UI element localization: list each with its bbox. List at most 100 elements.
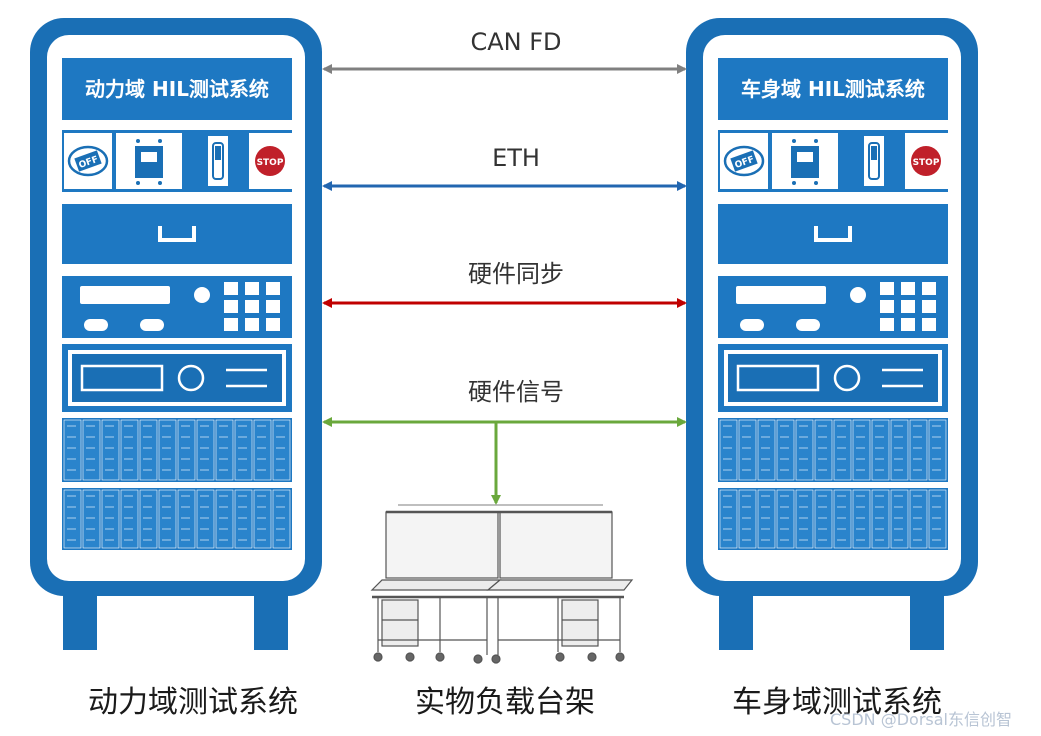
powertrain-hil-rack: 动力域 HIL测试系统 OFF STOP [30,18,322,650]
svg-text:STOP: STOP [913,158,940,168]
rack-foot [63,588,97,650]
io-card [101,489,120,549]
io-card [928,489,947,549]
stop-button-icon: STOP [249,133,292,189]
io-card [890,419,909,481]
hw-signal-label: 硬件信号 [468,378,564,406]
button-icon [84,319,108,331]
lcd-icon [80,364,164,392]
io-card [871,489,890,549]
keypad-key [880,318,894,331]
keypad-key [266,282,280,295]
io-card [196,419,215,481]
keypad-key [245,300,259,313]
powertrain-caption: 动力域测试系统 [88,685,298,720]
keypad-key [901,300,915,313]
io-card [101,419,120,481]
io-card [909,489,928,549]
io-card [82,419,101,481]
io-card [738,419,757,481]
io-card [757,419,776,481]
keypad-key [266,300,280,313]
io-card [139,419,158,481]
io-card [814,419,833,481]
io-card [776,489,795,549]
keypad-key [880,282,894,295]
io-card-bank [62,488,292,550]
io-card [234,419,253,481]
keypad-key [266,318,280,331]
rack-foot [254,588,288,650]
svg-text:STOP: STOP [257,158,284,168]
off-button-icon: OFF [720,133,768,189]
keypad-key [922,282,936,295]
io-card [890,489,909,549]
display-screen-icon [80,286,170,304]
can-fd-label: CAN FD [470,28,562,56]
io-card [177,419,196,481]
drawer-handle-icon [158,226,196,242]
dial-icon [833,364,861,392]
io-card [120,419,139,481]
io-card [272,419,291,481]
io-card [928,419,947,481]
keypad-key [901,318,915,331]
rack-header-panel [62,58,292,120]
io-card [120,489,139,549]
io-card [871,419,890,481]
rack-foot [910,588,944,650]
display-screen-icon [736,286,826,304]
io-card [795,489,814,549]
bench-caption: 实物负载台架 [415,685,595,720]
knob-icon [194,287,210,303]
body-hil-rack: 车身域 HIL测试系统 OFF STOP [686,18,978,650]
io-card [833,489,852,549]
io-card [833,419,852,481]
io-card [909,419,928,481]
rack-foot [719,588,753,650]
power-unit-inner [72,354,282,402]
io-card [139,489,158,549]
drawer-handle-icon [814,226,852,242]
body-caption: 车身域测试系统 [732,685,942,720]
keypad-key [224,300,238,313]
dial-icon [177,364,205,392]
io-card [719,419,738,481]
io-card [234,489,253,549]
io-card [177,489,196,549]
io-card [852,419,871,481]
watermark: CSDN @Dorsal东信创智 [830,710,1012,729]
keypad-key [224,318,238,331]
rack-header-title: 车身域 HIL测试系统 [741,77,925,101]
keypad-key [880,300,894,313]
knob-icon [850,287,866,303]
circuit-breaker-icon [772,133,838,189]
io-card [215,419,234,481]
io-card [852,489,871,549]
hw-sync-label: 硬件同步 [468,260,564,288]
rack-header-title: 动力域 HIL测试系统 [85,77,269,101]
io-card-bank [62,418,292,482]
io-card [63,419,82,481]
io-card [719,489,738,549]
toggle-switch-icon [846,133,900,189]
power-unit-inner [728,354,938,402]
io-card [63,489,82,549]
keypad-key [224,282,238,295]
button-icon [740,319,764,331]
keypad-key [901,282,915,295]
keypad-key [922,300,936,313]
physical-load-bench-icon [370,504,634,664]
rack-header-panel [718,58,948,120]
lcd-icon [736,364,820,392]
io-card [158,419,177,481]
stop-button-icon: STOP [905,133,948,189]
io-card [82,489,101,549]
rack-drawer-panel [718,204,948,264]
off-button-icon: OFF [64,133,112,189]
io-card [814,489,833,549]
io-card [158,489,177,549]
io-card [196,489,215,549]
keypad-key [922,318,936,331]
